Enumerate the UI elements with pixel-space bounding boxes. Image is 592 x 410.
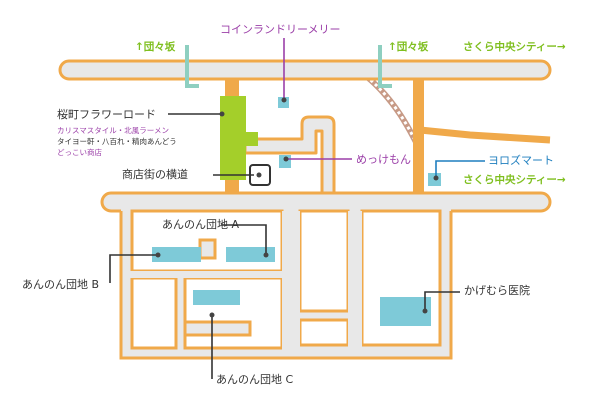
top-road: [58, 59, 552, 81]
label-danchi-b: あんのん団地 B: [22, 278, 100, 291]
branch-road-right: [419, 126, 551, 144]
railway: [364, 73, 423, 152]
label-shop-line1: カリスマスタイル・北風ラーメン: [57, 126, 169, 135]
label-dandan-left: ↑団々坂: [135, 41, 176, 53]
label-shop-line2: タイヨー軒・八百れ・精肉あんどう: [57, 137, 177, 146]
label-sakura-city-mid: さくら中央シティー→: [463, 174, 566, 186]
main-street-right: [413, 78, 424, 196]
label-danchi-a: あんのん団地 A: [162, 218, 240, 231]
label-danchi-c: あんのん団地 C: [216, 373, 294, 386]
label-shop-line3: どっこい商店: [57, 148, 102, 157]
label-kagemura-clinic: かげむら医院: [464, 284, 530, 297]
label-yokocho: 商店街の横道: [122, 168, 188, 181]
label-yorozu-mart: ヨロズマート: [488, 154, 554, 167]
building-icon: [152, 97, 441, 326]
label-coin-laundry: コインランドリーメリー: [220, 23, 341, 36]
label-mekkemon: めっけもん: [356, 153, 411, 166]
label-sakura-city-top: さくら中央シティー→: [463, 41, 566, 53]
signpost-icon: [185, 45, 392, 88]
label-sakuramachi-road: 桜町フラワーロード: [57, 108, 156, 121]
leader-dots: [155, 97, 439, 318]
label-dandan-right: ↑団々坂: [388, 41, 429, 53]
leader-lines: [109, 38, 485, 379]
shopping-street: [220, 96, 258, 180]
